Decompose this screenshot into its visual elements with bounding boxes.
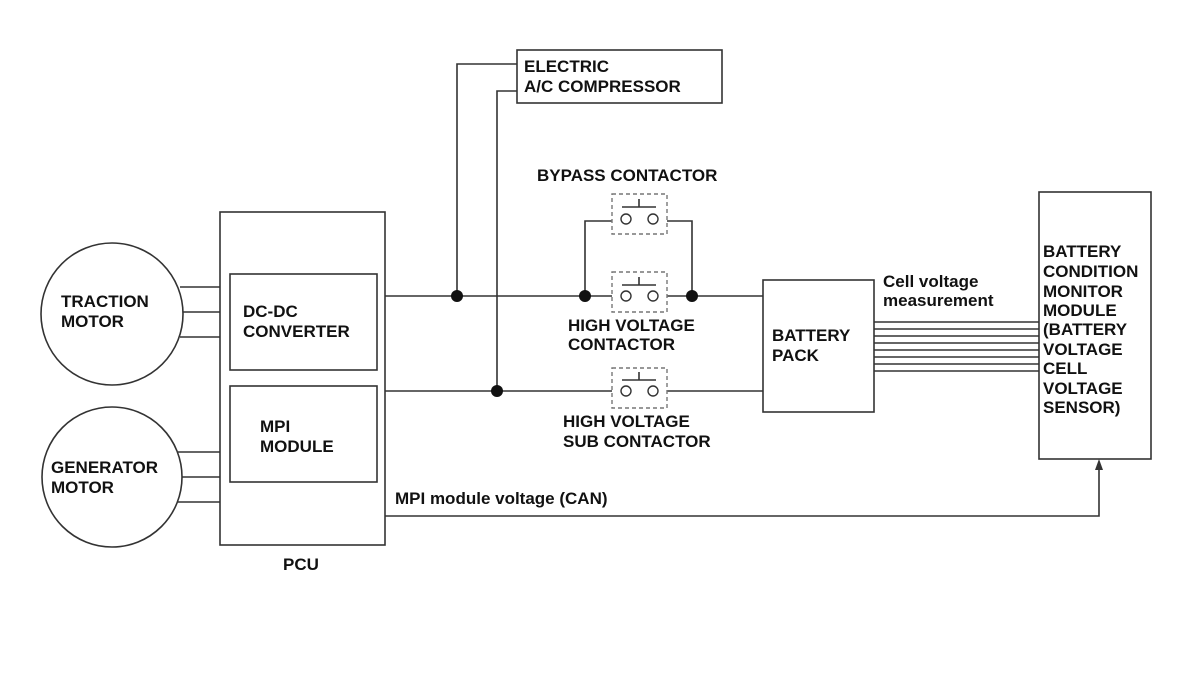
generator-motor: GENERATOR MOTOR (41, 406, 183, 548)
traction-motor-label-1: TRACTION (61, 292, 149, 311)
bypass-contactor-label: BYPASS CONTACTOR (537, 166, 717, 185)
generator-motor-label-1: GENERATOR (51, 458, 158, 477)
electric-ac-compressor: ELECTRIC A/C COMPRESSOR (516, 49, 723, 104)
bypass-contactor-symbol (611, 193, 668, 235)
cell-voltage-label-1: Cell voltage (883, 272, 978, 291)
bcmm-line-7: CELL (1043, 359, 1087, 378)
battery-pack-label-2: PACK (772, 346, 820, 365)
high-voltage-sub-contactor-symbol (611, 367, 668, 409)
dcdc-converter: DC-DC CONVERTER (229, 273, 378, 371)
bcmm-line-1: BATTERY (1043, 242, 1122, 261)
battery-pack: BATTERY PACK (762, 279, 875, 413)
bcmm-line-5: (BATTERY (1043, 320, 1128, 339)
bcmm-line-8: VOLTAGE (1043, 379, 1123, 398)
mpi-module-label-1: MPI (260, 417, 290, 436)
motor-pcu-wires (178, 286, 220, 503)
high-voltage-sub-contactor-label-1: HIGH VOLTAGE (563, 412, 690, 431)
battery-condition-monitor-module: BATTERY CONDITION MONITOR MODULE (BATTER… (1038, 191, 1152, 460)
junction-dots (451, 290, 698, 397)
bcmm-line-3: MONITOR (1043, 282, 1123, 301)
high-voltage-sub-contactor-label-2: SUB CONTACTOR (563, 432, 711, 451)
traction-motor-label-2: MOTOR (61, 312, 124, 331)
generator-motor-label-2: MOTOR (51, 478, 114, 497)
arrow-up-icon (1095, 459, 1103, 470)
mpi-can-label: MPI module voltage (CAN) (395, 489, 608, 508)
mpi-module: MPI MODULE (229, 385, 378, 483)
high-voltage-contactor-symbol (611, 271, 668, 313)
bcmm-line-9: SENSOR) (1043, 398, 1120, 417)
high-voltage-contactor-label-2: CONTACTOR (568, 335, 675, 354)
bcmm-line-6: VOLTAGE (1043, 340, 1123, 359)
battery-pack-label-1: BATTERY (772, 326, 851, 345)
mpi-can-signal: MPI module voltage (CAN) (385, 459, 1103, 517)
dcdc-converter-label-2: CONVERTER (243, 322, 350, 341)
pcu-label: PCU (283, 555, 319, 574)
dcdc-converter-label-1: DC-DC (243, 302, 298, 321)
cell-voltage-lines (874, 321, 1039, 372)
pcu: PCU (219, 211, 386, 574)
ac-compressor-label-2: A/C COMPRESSOR (524, 77, 681, 96)
bcmm-line-4: MODULE (1043, 301, 1117, 320)
traction-motor: TRACTION MOTOR (40, 242, 184, 386)
cell-voltage-label-2: measurement (883, 291, 994, 310)
bcmm-line-2: CONDITION (1043, 262, 1138, 281)
mpi-module-label-2: MODULE (260, 437, 334, 456)
ac-compressor-label-1: ELECTRIC (524, 57, 609, 76)
high-voltage-contactor-label-1: HIGH VOLTAGE (568, 316, 695, 335)
